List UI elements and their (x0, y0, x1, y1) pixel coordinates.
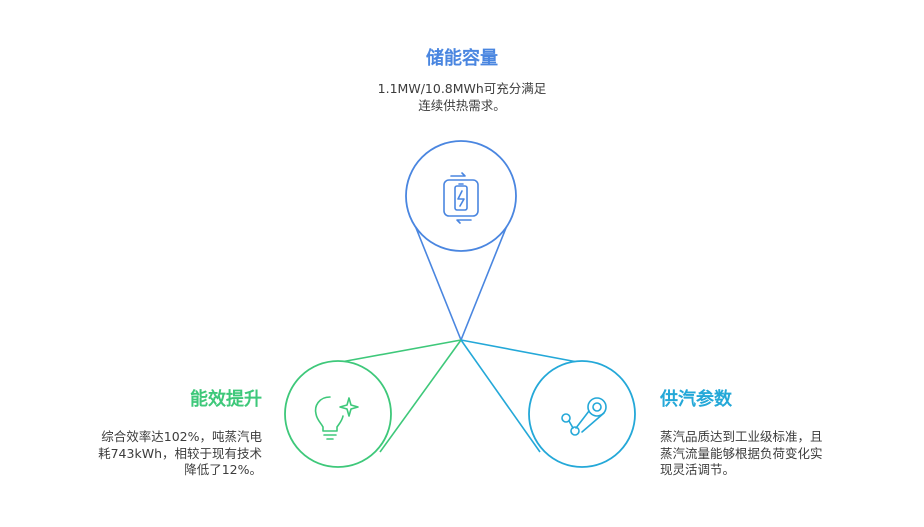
battery-charging-icon (443, 172, 479, 224)
steam-parameters-description: 蒸汽品质达到工业级标准，且 蒸汽流量能够根据负荷变化实 现灵活调节。 (660, 429, 823, 477)
connector-right (460, 339, 589, 453)
storage-capacity-description: 1.1MW/10.8MWh可充分满足 连续供热需求。 (377, 81, 547, 113)
lightbulb-sparkle-icon (314, 396, 359, 440)
efficiency-title: 能效提升 (190, 389, 262, 410)
circle-right (528, 360, 636, 468)
storage-capacity-title: 储能容量 (426, 48, 498, 69)
connector-left (329, 339, 462, 453)
steam-parameters-title: 供汽参数 (660, 389, 732, 410)
circle-top (405, 140, 517, 252)
circle-left (284, 360, 392, 468)
steam-valve-icon (561, 397, 607, 436)
efficiency-description: 综合效率达102%，吨蒸汽电 耗743kWh，相较于现有技术 降低了12%。 (98, 429, 262, 477)
